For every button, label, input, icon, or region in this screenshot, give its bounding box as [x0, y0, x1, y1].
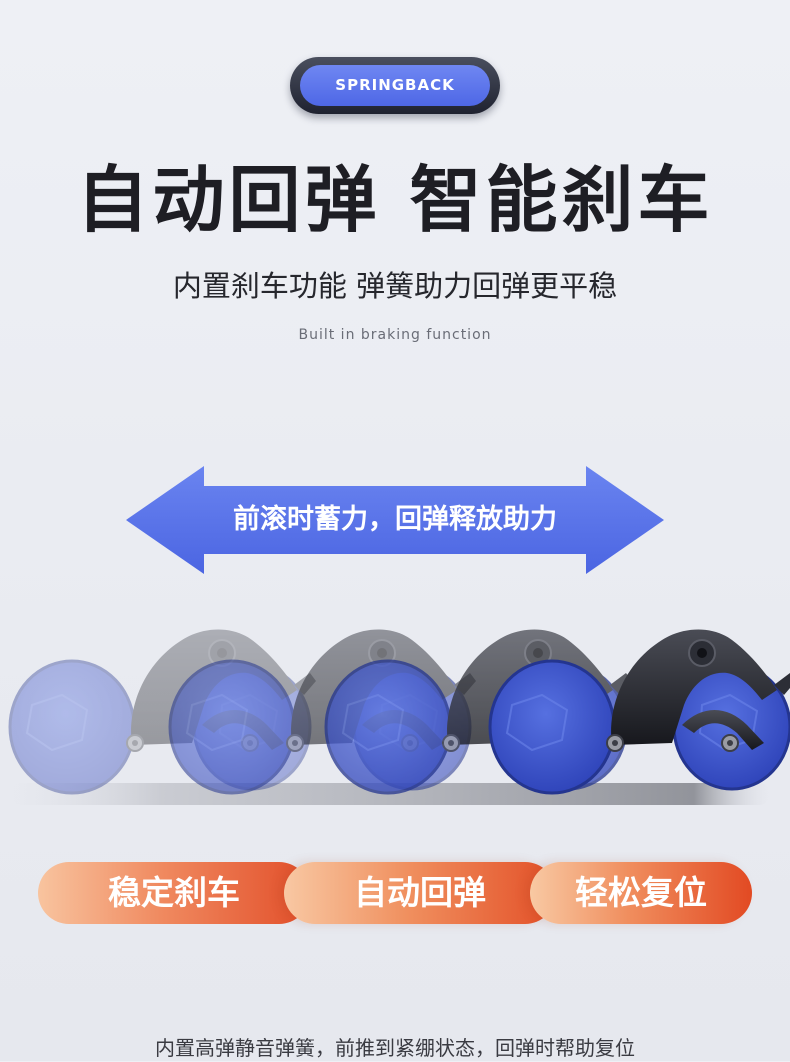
english-caption: Built in braking function — [298, 327, 492, 343]
arrow-label: 前滚时蓄力，回弹释放助力 — [233, 504, 557, 535]
double-arrow-icon — [126, 466, 664, 574]
springback-badge-label: SPRINGBACK — [300, 65, 490, 106]
feature-pill-auto-rebound: 自动回弹 — [284, 862, 556, 924]
page-subtitle: 内置刹车功能 弹簧助力回弹更平稳 — [172, 269, 618, 303]
ab-roller-motion-illustration — [8, 627, 790, 805]
feature-pill-easy-reset: 轻松复位 — [530, 862, 752, 924]
springback-badge: SPRINGBACK — [290, 57, 500, 114]
feature-pill-stable-braking: 稳定刹车 — [38, 862, 310, 924]
footer-description: 内置高弹静音弹簧，前推到紧绷状态，回弹时帮助复位 — [155, 1036, 635, 1060]
page-headline: 自动回弹 智能刹车 — [76, 158, 714, 242]
